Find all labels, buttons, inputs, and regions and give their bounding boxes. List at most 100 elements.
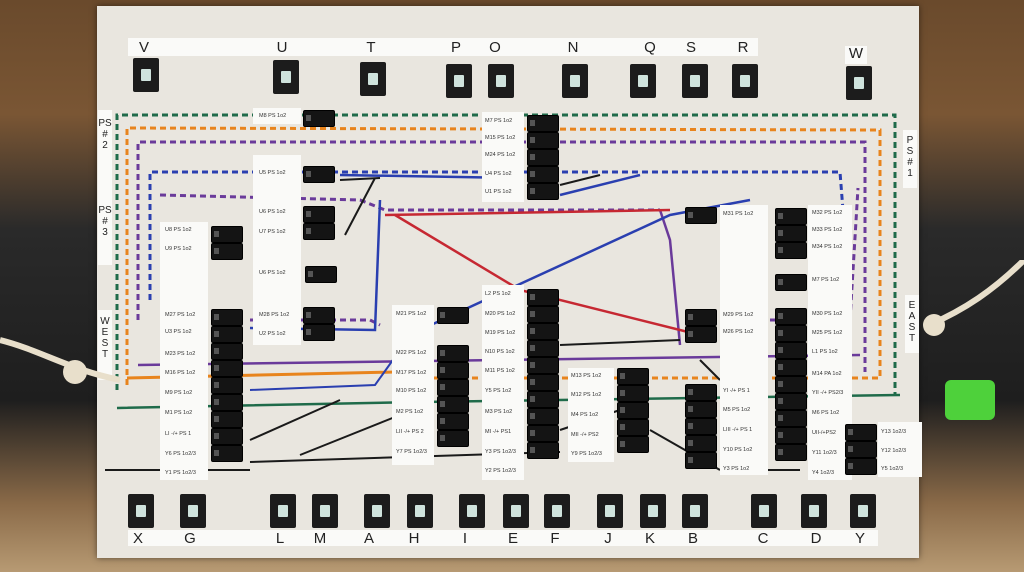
rocker-switch-y13[interactable] <box>845 424 877 441</box>
rocker-switch-y3a[interactable] <box>527 425 559 442</box>
toggle-switch-e[interactable] <box>503 494 529 528</box>
toggle-switch-r[interactable] <box>732 64 758 98</box>
rocker-switch-m2[interactable] <box>437 396 469 413</box>
rocker-switch-y4[interactable] <box>775 444 807 461</box>
label-m19: M19 PS 1o2 <box>485 330 516 336</box>
toggle-switch-i[interactable] <box>459 494 485 528</box>
rocker-switch-y2[interactable] <box>527 442 559 459</box>
rocker-switch-m30[interactable] <box>775 308 807 325</box>
rocker-switch-m28[interactable] <box>303 307 335 324</box>
toggle-switch-q[interactable] <box>630 64 656 98</box>
rocker-switch-m14[interactable] <box>775 359 807 376</box>
rocker-switch-y6[interactable] <box>211 428 243 445</box>
rocker-switch-mi[interactable] <box>527 408 559 425</box>
rocker-switch-m9[interactable] <box>211 377 243 394</box>
rocker-switch-m34[interactable] <box>775 242 807 259</box>
rocker-switch-m29[interactable] <box>685 309 717 326</box>
toggle-switch-x[interactable] <box>128 494 154 528</box>
rocker-switch-m24[interactable] <box>527 149 559 166</box>
label-m34: M34 PS 1o2 <box>812 244 843 250</box>
rocker-switch-m33[interactable] <box>775 225 807 242</box>
rocker-switch-u7[interactable] <box>303 223 335 240</box>
rocker-switch-u3[interactable] <box>211 326 243 343</box>
rocker-switch-m13[interactable] <box>617 368 649 385</box>
rocker-switch-u9[interactable] <box>211 243 243 260</box>
rocker-switch-m7b[interactable] <box>775 274 807 291</box>
toggle-switch-g[interactable] <box>180 494 206 528</box>
rocker-switch-m27[interactable] <box>211 309 243 326</box>
rocker-switch-l2[interactable] <box>527 289 559 306</box>
rocker-switch-m23[interactable] <box>211 343 243 360</box>
rocker-switch-m32[interactable] <box>775 208 807 225</box>
rocker-switch-y12[interactable] <box>845 441 877 458</box>
toggle-switch-y[interactable] <box>850 494 876 528</box>
toggle-switch-t[interactable] <box>360 62 386 96</box>
rocker-switch-m12[interactable] <box>617 385 649 402</box>
toggle-switch-m[interactable] <box>312 494 338 528</box>
toggle-switch-u[interactable] <box>273 60 299 94</box>
label-u8: U8 PS 1o2 <box>165 227 192 233</box>
rocker-switch-mii[interactable] <box>617 419 649 436</box>
toggle-switch-l[interactable] <box>270 494 296 528</box>
rocker-switch-m25[interactable] <box>775 325 807 342</box>
rocker-switch-y1[interactable] <box>211 445 243 462</box>
rocker-switch-m4[interactable] <box>617 402 649 419</box>
toggle-switch-c[interactable] <box>751 494 777 528</box>
rocker-switch-m3[interactable] <box>527 391 559 408</box>
rocker-switch-u5[interactable] <box>303 166 335 183</box>
rocker-switch-uii[interactable] <box>775 410 807 427</box>
toggle-switch-j[interactable] <box>597 494 623 528</box>
rocker-switch-yi[interactable] <box>685 384 717 401</box>
toggle-switch-b[interactable] <box>682 494 708 528</box>
rocker-switch-m11[interactable] <box>527 357 559 374</box>
rocker-switch-u6a[interactable] <box>303 206 335 223</box>
rocker-switch-n10[interactable] <box>527 340 559 357</box>
rocker-switch-m6[interactable] <box>775 393 807 410</box>
rocker-switch-m21[interactable] <box>437 307 469 324</box>
toggle-switch-a[interactable] <box>364 494 390 528</box>
rocker-switch-y10[interactable] <box>685 435 717 452</box>
toggle-switch-s[interactable] <box>682 64 708 98</box>
rocker-switch-y11[interactable] <box>775 427 807 444</box>
rocker-switch-m7[interactable] <box>527 115 559 132</box>
rocker-switch-u1[interactable] <box>527 183 559 200</box>
toggle-switch-w[interactable] <box>846 66 872 100</box>
rocker-switch-m16[interactable] <box>211 360 243 377</box>
label-u4: U4 PS 1o2 <box>485 171 512 177</box>
rocker-switch-y7[interactable] <box>437 430 469 447</box>
rocker-switch-y5[interactable] <box>527 374 559 391</box>
rocker-switch-m22[interactable] <box>437 345 469 362</box>
rocker-switch-m17[interactable] <box>437 362 469 379</box>
rocker-switch-u2[interactable] <box>303 324 335 341</box>
rocker-switch-m19[interactable] <box>527 323 559 340</box>
rocker-switch-m1[interactable] <box>211 394 243 411</box>
toggle-switch-n[interactable] <box>562 64 588 98</box>
rocker-switch-yii[interactable] <box>775 376 807 393</box>
rocker-switch-l1[interactable] <box>775 342 807 359</box>
rocker-switch-m10[interactable] <box>437 379 469 396</box>
letter-top-u: U <box>276 39 288 56</box>
rocker-switch-m15[interactable] <box>527 132 559 149</box>
rocker-switch-m31[interactable] <box>685 207 717 224</box>
rocker-switch-m26[interactable] <box>685 326 717 343</box>
rocker-switch-u6b[interactable] <box>305 266 337 283</box>
toggle-switch-d[interactable] <box>801 494 827 528</box>
toggle-switch-f[interactable] <box>544 494 570 528</box>
rocker-switch-liii[interactable] <box>685 418 717 435</box>
rocker-switch-m5[interactable] <box>685 401 717 418</box>
rocker-switch-u8[interactable] <box>211 226 243 243</box>
toggle-switch-o[interactable] <box>488 64 514 98</box>
rocker-switch-li[interactable] <box>211 411 243 428</box>
rocker-switch-u4[interactable] <box>527 166 559 183</box>
rocker-switch-m20[interactable] <box>527 306 559 323</box>
rocker-switch-m8[interactable] <box>303 110 335 127</box>
rocker-switch-lii[interactable] <box>437 413 469 430</box>
label-u1: U1 PS 1o2 <box>485 189 512 195</box>
rocker-switch-y3b[interactable] <box>685 452 717 469</box>
toggle-switch-h[interactable] <box>407 494 433 528</box>
rocker-switch-y9[interactable] <box>617 436 649 453</box>
toggle-switch-k[interactable] <box>640 494 666 528</box>
toggle-switch-p[interactable] <box>446 64 472 98</box>
rocker-switch-y5b[interactable] <box>845 458 877 475</box>
toggle-switch-v[interactable] <box>133 58 159 92</box>
